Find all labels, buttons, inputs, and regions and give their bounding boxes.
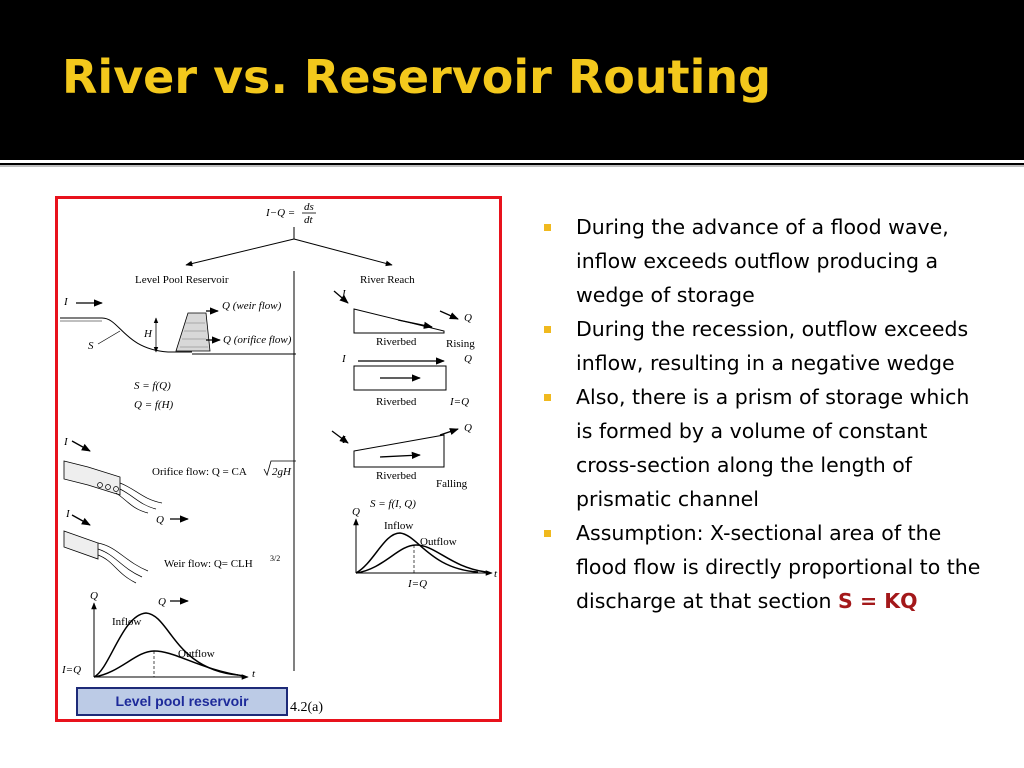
steady-iq-label: I=Q (449, 396, 469, 408)
bullet-text: Assumption: X-sectional area of the floo… (576, 521, 981, 613)
slide-title: River vs. Reservoir Routing (62, 50, 772, 104)
branch-right-arrow (293, 238, 393, 267)
steady-riverbed: Riverbed (376, 396, 417, 408)
reservoir-label-s: S (88, 340, 94, 352)
bullet-list: During the advance of a flood wave, infl… (542, 210, 982, 618)
bullet-text: During the advance of a flood wave, infl… (576, 215, 949, 307)
dam-structure (175, 312, 211, 352)
orifice-label-q: Q (156, 514, 164, 526)
figure-number: 4.2(a) (290, 700, 324, 715)
eq-top-num: ds (304, 201, 314, 213)
falling-label-q: Q (464, 422, 472, 434)
slide-header: River vs. Reservoir Routing (0, 0, 1024, 160)
eq-top-left: I−Q = (265, 207, 295, 219)
reservoir-bed (60, 317, 192, 353)
river-eq: S = f(I, Q) (370, 498, 416, 510)
bullet-item: Assumption: X-sectional area of the floo… (542, 516, 982, 618)
falling-riverbed: Riverbed (376, 470, 417, 482)
right-hydro-iq-label: I=Q (407, 578, 427, 590)
orifice-hole-2 (105, 484, 111, 490)
rising-outflow-arrow (439, 310, 459, 320)
right-hydro-inflow-label: Inflow (384, 520, 413, 532)
branch-left-arrow (185, 238, 295, 267)
orifice-inflow-arrow (71, 440, 91, 452)
formula-highlight: S = KQ (838, 589, 918, 613)
falling-flow-arrow (379, 451, 421, 460)
orifice-label-i: I (63, 436, 69, 448)
steady-label-i: I (341, 353, 347, 365)
falling-label: Falling (436, 478, 468, 490)
orifice-jets (115, 482, 163, 514)
orifice-eq-prefix: Orifice flow: Q = CA (152, 466, 247, 478)
figure-caption-box: Level pool reservoir (76, 687, 288, 716)
figure-caption: Level pool reservoir (115, 693, 249, 709)
header-divider-secondary (0, 165, 1024, 167)
orifice-hole-3 (113, 486, 119, 492)
left-hydro-axis-q: Q (90, 590, 98, 602)
falling-channel (353, 434, 445, 468)
eq-q-fh: Q = f(H) (134, 399, 174, 411)
bullet-marker (544, 326, 551, 333)
orifice-box (63, 460, 121, 496)
right-hydro-axis-q: Q (352, 506, 360, 518)
weir-label-q: Q (158, 596, 166, 608)
dam-hatching (180, 322, 208, 348)
sqrt-sign (263, 460, 296, 477)
rising-channel (353, 308, 445, 334)
steady-label-q: Q (464, 353, 472, 365)
header-divider (0, 160, 1024, 163)
bullet-item: During the advance of a flood wave, infl… (542, 210, 982, 312)
eq-top-den: dt (304, 214, 314, 226)
falling-inflow-arrow (331, 430, 349, 444)
bullet-marker (544, 224, 551, 231)
left-hydro-inflow-label: Inflow (112, 616, 141, 628)
eq-s-fq: S = f(Q) (134, 380, 171, 392)
weir-box (63, 530, 99, 560)
orifice-eq-root: 2gH (272, 466, 292, 478)
bullet-text: During the recession, outflow exceeds in… (576, 317, 969, 375)
left-hydro-iq-label: I=Q (61, 664, 81, 676)
rising-label: Rising (446, 338, 475, 350)
reservoir-label-h: H (143, 328, 153, 340)
bullet-marker (544, 530, 551, 537)
weir-jets (97, 542, 149, 584)
left-hydro-outflow-curve (93, 650, 245, 678)
rising-inflow-arrow (333, 290, 349, 304)
right-heading: River Reach (360, 274, 415, 286)
bullet-item: During the recession, outflow exceeds in… (542, 312, 982, 380)
reservoir-label-i: I (63, 296, 69, 308)
right-hydro-inflow-curve (355, 532, 479, 574)
left-hydro-inflow-curve (93, 612, 239, 678)
storage-leader-line (97, 330, 121, 345)
bullet-text: Also, there is a prism of storage which … (576, 385, 970, 511)
rising-label-q: Q (464, 312, 472, 324)
routing-diagram: I−Q = ds dt Level Pool Reservoir River R… (60, 201, 498, 680)
steady-channel (353, 365, 447, 391)
bullet-marker (544, 394, 551, 401)
falling-outflow-arrow (439, 428, 459, 436)
right-hydro-outflow-curve (355, 544, 487, 574)
rising-riverbed: Riverbed (376, 336, 417, 348)
right-hydro-t-label: t (494, 568, 498, 580)
weir-label-i: I (65, 508, 71, 520)
right-hydro-outflow-label: Outflow (420, 536, 457, 548)
weir-inflow-arrow (71, 514, 91, 526)
weir-flow-label: Q (weir flow) (222, 300, 282, 312)
bullet-item: Also, there is a prism of storage which … (542, 380, 982, 516)
figure-frame: I−Q = ds dt Level Pool Reservoir River R… (55, 196, 502, 722)
rising-label-i: I (341, 288, 347, 300)
left-heading: Level Pool Reservoir (135, 274, 229, 286)
orifice-flow-label: Q (orifice flow) (223, 334, 292, 346)
left-hydro-outflow-label: Outflow (178, 648, 215, 660)
weir-eq-exp: 3/2 (270, 554, 280, 563)
rising-flow-arrow (397, 319, 433, 329)
left-hydro-t-label: t (252, 668, 256, 680)
orifice-hole-1 (97, 482, 103, 488)
weir-eq-prefix: Weir flow: Q= CLH (164, 558, 253, 570)
